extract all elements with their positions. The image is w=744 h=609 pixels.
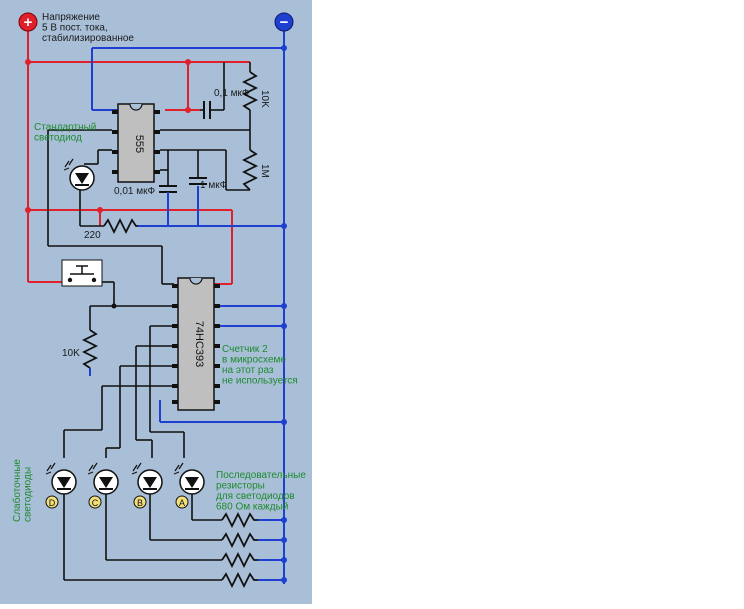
res-10k-label: 10K	[259, 90, 270, 108]
positive-rail	[27, 30, 250, 285]
timer-res-10k	[241, 62, 259, 150]
res-220-label: 220	[84, 230, 101, 241]
timer-chip-label: 555	[133, 135, 145, 153]
negative-terminal-icon: −	[274, 12, 294, 32]
led-a-icon: A	[173, 462, 205, 509]
timer-cap-right	[189, 177, 207, 185]
cap-top-label: 0,1 мкФ	[214, 88, 250, 99]
res-pull-label: 10K	[62, 348, 80, 359]
counter-chip-label: 74HC393	[193, 321, 205, 367]
button-wiring	[81, 281, 174, 376]
led-series-wiring	[63, 494, 222, 581]
negative-rail	[91, 30, 285, 584]
cap-bottom-right-label: 1 мкФ	[200, 180, 228, 191]
timer-cap-left	[159, 185, 177, 198]
positive-terminal-icon: +	[18, 12, 38, 32]
led-c-icon: C	[87, 462, 119, 509]
cap-bottom-left-label: 0,01 мкФ	[114, 186, 155, 197]
led-a-letter: A	[179, 498, 185, 508]
counter-output-wiring	[63, 325, 185, 458]
timer-wiring	[47, 62, 250, 285]
led-c-letter: C	[92, 498, 99, 508]
counter-74hc393-chip: 74HC393	[172, 277, 220, 411]
led-b-icon: B	[131, 462, 163, 509]
positive-symbol: +	[24, 14, 33, 31]
series-resistors	[221, 511, 258, 589]
timer-res-220	[103, 217, 138, 235]
timer-cap-top	[200, 101, 211, 119]
low-current-led-label: Слаботочныесветодиоды	[11, 459, 34, 522]
negative-symbol: −	[280, 14, 289, 31]
led-d-icon: D	[45, 462, 77, 509]
led-b-letter: B	[137, 498, 143, 508]
res-1m-label: 1M	[259, 164, 270, 178]
push-button-icon	[61, 259, 103, 287]
led-d-letter: D	[49, 498, 56, 508]
timer-555-chip: 555	[112, 103, 160, 183]
timer-res-1m	[241, 149, 259, 191]
rail-junctions	[25, 45, 287, 583]
